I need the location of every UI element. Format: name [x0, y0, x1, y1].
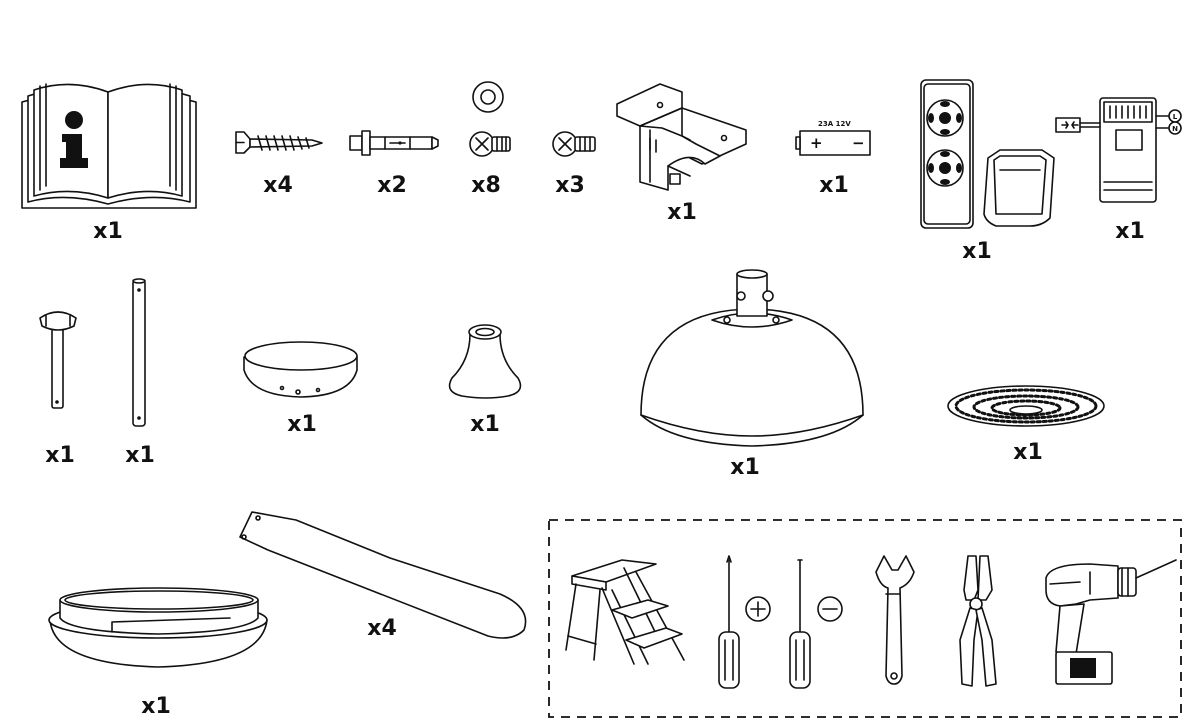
- tools-required-frame: [548, 519, 1182, 718]
- wall-anchor-icon: [349, 130, 439, 156]
- canopy-qty: x1: [287, 412, 317, 437]
- wood-screw-icon: [235, 131, 323, 154]
- long-downrod-qty: x1: [125, 443, 155, 468]
- blade-qty: x4: [367, 616, 397, 641]
- receiver-icon: L N: [1055, 97, 1182, 203]
- coupling-cover-qty: x1: [470, 412, 500, 437]
- led-board-icon: [947, 385, 1105, 427]
- adjustable-wrench-icon: [875, 555, 915, 685]
- washer-screw-qty: x8: [471, 173, 501, 198]
- battery-icon: 23A 12V + −: [795, 120, 871, 156]
- manual-qty: x1: [93, 219, 123, 244]
- small-screw-icon: [552, 131, 596, 157]
- short-downrod-icon: [39, 311, 77, 409]
- long-downrod-icon: [132, 278, 146, 427]
- motor-housing-icon: [640, 269, 864, 447]
- phillips-screwdriver-icon: [718, 555, 771, 689]
- remote-control-icon: [920, 79, 1055, 229]
- mounting-bracket-icon: [616, 83, 747, 191]
- power-drill-icon: [1045, 559, 1177, 685]
- step-ladder-icon: [565, 559, 685, 665]
- small-screw-qty: x3: [555, 173, 585, 198]
- coupling-cover-icon: [448, 324, 522, 399]
- battery-minus: −: [852, 134, 865, 152]
- light-cover-qty: x1: [141, 694, 171, 719]
- manual-book-icon: [21, 83, 197, 209]
- receiver-terminal-l: L: [1173, 113, 1178, 121]
- wall-anchor-qty: x2: [377, 173, 407, 198]
- battery-qty: x1: [819, 173, 849, 198]
- short-downrod-qty: x1: [45, 443, 75, 468]
- battery-label: 23A 12V: [818, 120, 851, 128]
- motor-housing-qty: x1: [730, 455, 760, 480]
- fan-blade-icon: [239, 511, 527, 639]
- pliers-icon: [959, 555, 997, 687]
- led-board-qty: x1: [1013, 440, 1043, 465]
- battery-plus: +: [810, 134, 823, 152]
- light-cover-icon: [48, 587, 268, 668]
- wood-screw-qty: x4: [263, 173, 293, 198]
- receiver-terminal-n: N: [1172, 125, 1178, 133]
- bracket-qty: x1: [667, 200, 697, 225]
- screw-with-washer-icon: [469, 81, 511, 157]
- remote-qty: x1: [962, 239, 992, 264]
- canopy-icon: [243, 341, 358, 398]
- receiver-qty: x1: [1115, 219, 1145, 244]
- flathead-screwdriver-icon: [789, 559, 843, 689]
